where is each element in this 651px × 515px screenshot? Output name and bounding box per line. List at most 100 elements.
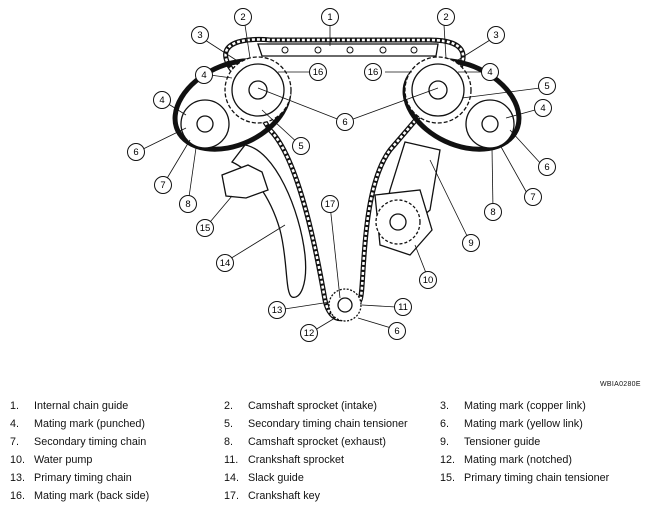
callout-number: 6 [394, 326, 399, 337]
callout-4: 4 [481, 63, 499, 81]
exhaust-sprocket-left [180, 99, 230, 149]
callout-4: 4 [195, 66, 213, 84]
callout-number: 12 [304, 328, 315, 339]
callout-number: 11 [398, 302, 408, 313]
callout-number: 1 [327, 12, 332, 23]
legend-number: 14. [224, 472, 240, 484]
legend-label: Crankshaft sprocket [248, 454, 345, 466]
primary-timing-chain [223, 36, 466, 322]
callout-number: 6 [342, 117, 347, 128]
callout-15: 15 [196, 219, 214, 237]
callout-16: 16 [364, 63, 382, 81]
legend-label: Water pump [34, 454, 93, 466]
internal-chain-guide [257, 43, 439, 57]
callout-number: 6 [133, 147, 138, 158]
callout-12: 12 [300, 324, 318, 342]
exhaust-sprocket-right [465, 99, 515, 149]
callout-6: 6 [336, 113, 354, 131]
callout-8: 8 [179, 195, 197, 213]
callout-5: 5 [292, 137, 310, 155]
callout-3: 3 [487, 26, 505, 44]
callout-8: 8 [484, 203, 502, 221]
legend-number: 16. [10, 490, 26, 502]
intake-sprocket-right [404, 56, 472, 124]
legend-number: 11. [224, 454, 239, 466]
callout-number: 16 [313, 67, 324, 78]
legend-number: 13. [10, 472, 26, 484]
callout-2: 2 [437, 8, 455, 26]
callout-number: 3 [493, 30, 498, 41]
water-pump [374, 189, 433, 256]
legend-number: 9. [440, 436, 450, 448]
callout-number: 2 [240, 12, 245, 23]
callout-6: 6 [538, 158, 556, 176]
callout-9: 9 [462, 234, 480, 252]
legend-number: 1. [10, 400, 20, 412]
callout-number: 7 [160, 180, 165, 191]
legend-label: Secondary timing chain [34, 436, 147, 448]
callout-number: 5 [298, 141, 303, 152]
callout-number: 6 [544, 162, 549, 173]
legend-label: Mating mark (yellow link) [464, 418, 583, 430]
callout-4: 4 [534, 99, 552, 117]
legend-number: 10. [10, 454, 26, 466]
legend-number: 6. [440, 418, 450, 430]
callout-number: 16 [368, 67, 379, 78]
legend-number: 3. [440, 400, 450, 412]
callout-16: 16 [309, 63, 327, 81]
callout-7: 7 [524, 188, 542, 206]
legend-label: Primary timing chain [34, 472, 132, 484]
callout-number: 15 [200, 223, 211, 234]
primary-tensioner [221, 164, 269, 199]
callout-7: 7 [154, 176, 172, 194]
legend-label: Mating mark (notched) [464, 454, 573, 466]
legend-number: 12. [440, 454, 456, 466]
callout-2: 2 [234, 8, 252, 26]
callout-17: 17 [321, 195, 339, 213]
callout-number: 3 [197, 30, 202, 41]
callout-number: 13 [272, 305, 283, 316]
callout-11: 11 [394, 298, 412, 316]
callout-number: 17 [325, 199, 336, 210]
legend-label: Mating mark (punched) [34, 418, 146, 430]
callout-5: 5 [538, 77, 556, 95]
callout-number: 8 [185, 199, 190, 210]
crankshaft-sprocket [328, 288, 362, 322]
figure-id: WBIA0280E [600, 381, 641, 388]
callout-number: 8 [490, 207, 495, 218]
legend-label: Primary timing chain tensioner [464, 472, 610, 484]
legend-label: Crankshaft key [248, 490, 321, 502]
callout-number: 7 [530, 192, 535, 203]
legend-label: Camshaft sprocket (intake) [248, 400, 378, 412]
legend-label: Mating mark (copper link) [464, 400, 586, 412]
callout-3: 3 [191, 26, 209, 44]
callout-6: 6 [388, 322, 406, 340]
callout-number: 2 [443, 12, 448, 23]
callout-number: 9 [468, 238, 473, 249]
callout-4: 4 [153, 91, 171, 109]
legend-number: 15. [440, 472, 456, 484]
intake-sprocket-left [224, 56, 292, 124]
callout-10: 10 [419, 271, 437, 289]
legend-number: 17. [224, 490, 240, 502]
legend-label: Secondary timing chain tensioner [248, 418, 408, 430]
legend-label: Mating mark (back side) [34, 490, 150, 502]
legend-label: Camshaft sprocket (exhaust) [248, 436, 387, 448]
callout-13: 13 [268, 301, 286, 319]
callout-number: 4 [540, 103, 545, 114]
callout-number: 14 [220, 258, 231, 269]
callout-14: 14 [216, 254, 234, 272]
legend-number: 5. [224, 418, 234, 430]
legend-number: 2. [224, 400, 234, 412]
callout-number: 4 [487, 67, 492, 78]
legend-label: Internal chain guide [34, 400, 129, 412]
legend-label: Slack guide [248, 472, 304, 484]
callout-number: 4 [159, 95, 164, 106]
callout-number: 10 [423, 275, 434, 286]
guide-bumps [281, 46, 418, 54]
callout-number: 4 [201, 70, 206, 81]
legend-label: Tensioner guide [464, 436, 541, 448]
callout-1: 1 [321, 8, 339, 26]
